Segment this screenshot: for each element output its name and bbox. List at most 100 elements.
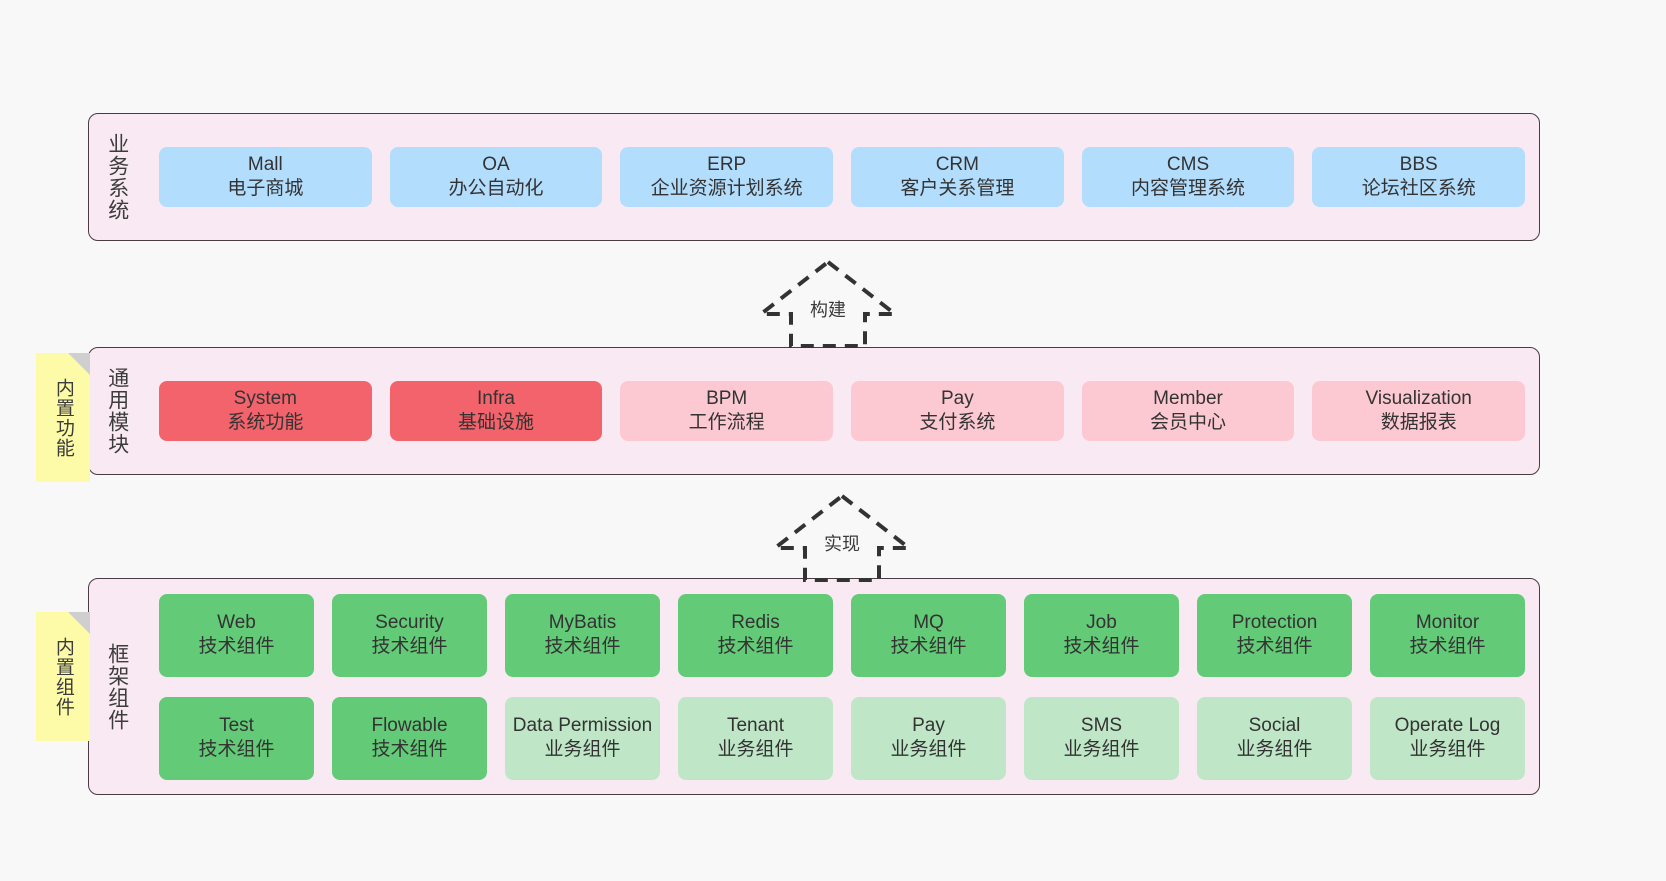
- card-subtitle: 技术组件: [1409, 636, 1486, 657]
- note-builtin-function: 内置功能: [36, 353, 90, 482]
- card-title: CMS: [1166, 153, 1210, 175]
- card-subtitle: 业务组件: [890, 739, 967, 760]
- layer-title-business-system: 业务系统: [105, 133, 129, 221]
- card-erp[interactable]: ERP 企业资源计划系统: [620, 146, 834, 208]
- card-oa[interactable]: OA 办公自动化: [389, 146, 603, 208]
- layer-common-module: 通用模块 System 系统功能 Infra 基础设施 BPM 工作流程 Pay…: [88, 347, 1540, 475]
- card-title: Redis: [731, 611, 780, 633]
- card-title: OA: [482, 153, 510, 175]
- layer-title-framework-component: 框架组件: [105, 642, 129, 731]
- arrow-shape: [755, 259, 901, 348]
- card-subtitle: 电子商城: [227, 178, 304, 199]
- card-subtitle: 技术组件: [717, 636, 794, 657]
- card-title: Job: [1086, 611, 1117, 633]
- row-business-systems: Mall 电子商城 OA 办公自动化 ERP 企业资源计划系统 CRM 客户关系…: [159, 146, 1526, 208]
- card-title: Operate Log: [1394, 714, 1501, 736]
- card-subtitle: 基础设施: [458, 412, 535, 433]
- card-title: System: [233, 387, 298, 409]
- card-subtitle: 系统功能: [227, 412, 304, 433]
- card-member[interactable]: Member 会员中心: [1081, 380, 1295, 442]
- card-subtitle: 技术组件: [198, 739, 275, 760]
- card-monitor[interactable]: Monitor 技术组件: [1370, 593, 1525, 677]
- card-title: Pay: [912, 714, 945, 736]
- card-subtitle: 业务组件: [1409, 739, 1486, 760]
- card-subtitle: 论坛社区系统: [1361, 178, 1476, 199]
- card-security[interactable]: Security 技术组件: [332, 593, 487, 677]
- arrow-shape: [769, 493, 915, 582]
- card-social[interactable]: Social 业务组件: [1197, 696, 1352, 780]
- card-title: Web: [217, 611, 256, 633]
- card-subtitle: 业务组件: [717, 739, 794, 760]
- layer-body-business-system: Mall 电子商城 OA 办公自动化 ERP 企业资源计划系统 CRM 客户关系…: [145, 114, 1539, 240]
- card-job[interactable]: Job 技术组件: [1024, 593, 1179, 677]
- card-crm[interactable]: CRM 客户关系管理: [851, 146, 1064, 208]
- note-label: 内置组件: [52, 636, 74, 717]
- layer-title-common-module: 通用模块: [105, 367, 129, 455]
- card-title: Pay: [940, 387, 974, 409]
- card-title: MQ: [913, 611, 944, 633]
- card-subtitle: 业务组件: [544, 739, 621, 760]
- card-title: Member: [1153, 387, 1223, 409]
- layer-body-common-module: System 系统功能 Infra 基础设施 BPM 工作流程 Pay 支付系统…: [145, 348, 1539, 474]
- card-subtitle: 技术组件: [198, 636, 275, 657]
- card-title: Infra: [476, 387, 516, 409]
- layer-body-framework-component: Web 技术组件 Security 技术组件 MyBatis 技术组件 Redi…: [145, 579, 1539, 794]
- card-subtitle: 客户关系管理: [900, 178, 1015, 199]
- card-title: BBS: [1399, 153, 1438, 175]
- card-operate-log[interactable]: Operate Log 业务组件: [1370, 696, 1525, 780]
- card-mybatis[interactable]: MyBatis 技术组件: [505, 593, 660, 677]
- card-subtitle: 办公自动化: [448, 178, 544, 199]
- card-flowable[interactable]: Flowable 技术组件: [332, 696, 487, 780]
- card-subtitle: 技术组件: [371, 739, 448, 760]
- card-subtitle: 技术组件: [890, 636, 967, 657]
- card-subtitle: 技术组件: [1236, 636, 1313, 657]
- card-web[interactable]: Web 技术组件: [159, 593, 314, 677]
- card-cms[interactable]: CMS 内容管理系统: [1081, 146, 1295, 208]
- card-sms[interactable]: SMS 业务组件: [1024, 696, 1179, 780]
- page-fold-icon: [68, 612, 90, 634]
- note-builtin-component: 内置组件: [36, 612, 90, 741]
- card-test[interactable]: Test 技术组件: [159, 696, 314, 780]
- card-title: Visualization: [1365, 387, 1472, 409]
- card-subtitle: 技术组件: [1063, 636, 1140, 657]
- card-title: Mall: [247, 153, 283, 175]
- card-mq[interactable]: MQ 技术组件: [851, 593, 1006, 677]
- card-title: Test: [219, 714, 254, 736]
- row-business-components: Test 技术组件 Flowable 技术组件 Data Permission …: [159, 696, 1525, 780]
- layer-business-system: 业务系统 Mall 电子商城 OA 办公自动化 ERP 企业资源计划系统 CRM…: [88, 113, 1540, 241]
- card-bpm[interactable]: BPM 工作流程: [620, 380, 834, 442]
- card-title: MyBatis: [548, 611, 617, 633]
- card-mall[interactable]: Mall 电子商城: [159, 146, 372, 208]
- card-title: CRM: [935, 153, 979, 175]
- card-title: Tenant: [726, 714, 785, 736]
- card-subtitle: 企业资源计划系统: [650, 178, 803, 199]
- page-fold-icon: [68, 353, 90, 375]
- note-label: 内置功能: [52, 377, 74, 458]
- card-title: SMS: [1080, 714, 1123, 736]
- card-title: Security: [375, 611, 444, 633]
- card-subtitle: 数据报表: [1380, 412, 1457, 433]
- card-protection[interactable]: Protection 技术组件: [1197, 593, 1352, 677]
- card-data-permission[interactable]: Data Permission 业务组件: [505, 696, 660, 780]
- card-infra[interactable]: Infra 基础设施: [389, 380, 603, 442]
- build-arrow: 构建: [755, 258, 901, 348]
- row-common-modules: System 系统功能 Infra 基础设施 BPM 工作流程 Pay 支付系统…: [159, 380, 1526, 442]
- implement-arrow: 实现: [769, 492, 915, 582]
- layer-framework-component: 框架组件 Web 技术组件 Security 技术组件 MyBatis 技术组件…: [88, 578, 1540, 795]
- card-pay-component[interactable]: Pay 业务组件: [851, 696, 1006, 780]
- card-tenant[interactable]: Tenant 业务组件: [678, 696, 833, 780]
- card-redis[interactable]: Redis 技术组件: [678, 593, 833, 677]
- card-subtitle: 业务组件: [1063, 739, 1140, 760]
- card-subtitle: 技术组件: [371, 636, 448, 657]
- card-bbs[interactable]: BBS 论坛社区系统: [1312, 146, 1526, 208]
- card-pay-module[interactable]: Pay 支付系统: [851, 380, 1064, 442]
- card-title: Data Permission: [512, 714, 653, 736]
- card-subtitle: 业务组件: [1236, 739, 1313, 760]
- card-system[interactable]: System 系统功能: [159, 380, 372, 442]
- card-visualization[interactable]: Visualization 数据报表: [1312, 380, 1526, 442]
- card-subtitle: 工作流程: [688, 412, 765, 433]
- card-subtitle: 内容管理系统: [1131, 178, 1246, 199]
- card-title: Monitor: [1415, 611, 1480, 633]
- card-subtitle: 技术组件: [544, 636, 621, 657]
